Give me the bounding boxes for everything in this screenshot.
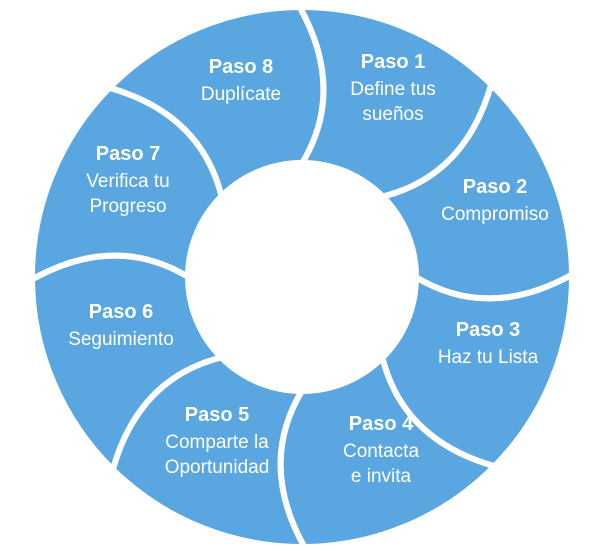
step-label-5: Paso 5 Comparte la Oportunidad	[165, 404, 270, 478]
step-label-1: Paso 1 Define tus sueños	[350, 51, 436, 125]
step-description-line: Define tus	[350, 79, 436, 100]
step-label-7: Paso 7 Verifica tu Progreso	[86, 143, 169, 217]
step-title: Paso 3	[456, 319, 520, 341]
step-description-line: Seguimiento	[68, 329, 174, 350]
segment-8	[106, 4, 327, 202]
segments-layer	[29, 4, 575, 550]
step-title: Paso 1	[361, 51, 425, 73]
step-title: Paso 6	[89, 301, 153, 323]
step-title: Paso 2	[463, 176, 527, 198]
step-label-3: Paso 3 Haz tu Lista	[438, 319, 539, 368]
step-description-line: e invita	[351, 466, 412, 487]
step-description-line: Haz tu Lista	[438, 347, 539, 368]
step-title: Paso 5	[185, 404, 249, 426]
step-label-4: Paso 4 Contacta e invita	[343, 413, 419, 487]
step-description-line: Contacta	[343, 441, 419, 462]
step-label-2: Paso 2 Compromiso	[441, 176, 549, 225]
step-description-line: Compromiso	[441, 204, 549, 225]
step-description-line: Progreso	[89, 196, 166, 217]
step-title: Paso 7	[96, 143, 160, 165]
step-label-6: Paso 6 Seguimiento	[68, 301, 174, 350]
step-description-line: Comparte la	[165, 432, 269, 453]
step-description-line: Verifica tu	[86, 171, 169, 192]
step-title: Paso 4	[349, 413, 414, 435]
step-description-line: sueños	[362, 104, 423, 125]
center-hole	[185, 160, 419, 394]
step-description-line: Duplícate	[201, 84, 281, 105]
step-label-8: Paso 8 Duplícate	[201, 56, 281, 105]
step-description-line: Oportunidad	[165, 457, 270, 478]
step-title: Paso 8	[209, 56, 273, 78]
